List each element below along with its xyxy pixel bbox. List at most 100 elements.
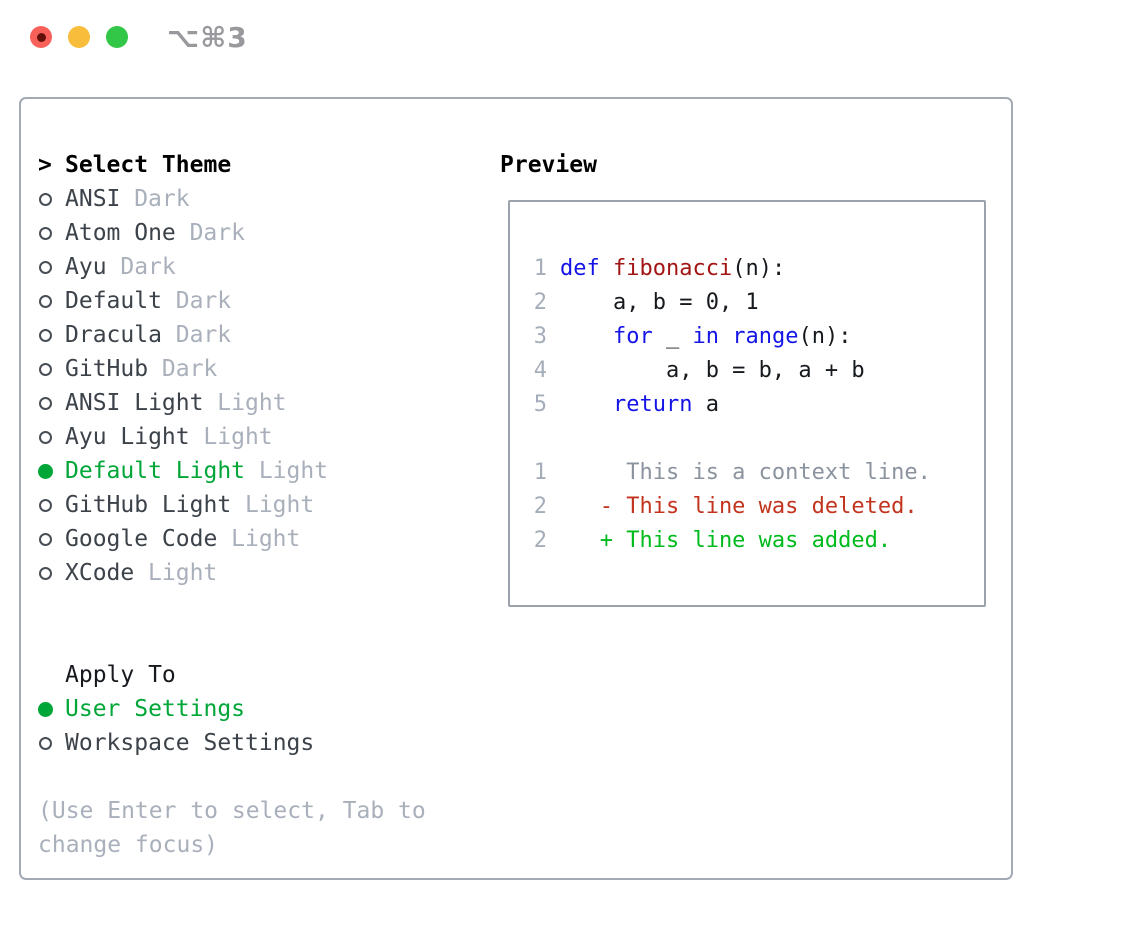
apply-option-user-settings[interactable]: User Settings [38, 692, 488, 726]
code-tokens: a, b = 0, 1 [560, 290, 759, 315]
line-number: 1 [533, 255, 547, 281]
diff-text: + This line was added. [560, 527, 892, 553]
maximize-button[interactable] [106, 26, 128, 48]
item-variant-label: Dark [134, 186, 190, 212]
radio-slot [38, 260, 65, 274]
titlebar: ⌥⌘3 [0, 0, 1140, 74]
diff-text: - This line was deleted. [560, 493, 918, 519]
radio-unselected-icon [39, 532, 52, 546]
item-label: Ayu Light [65, 424, 190, 450]
minimize-button[interactable] [68, 26, 90, 48]
radio-slot [38, 430, 65, 444]
code-preview: 1 def fibonacci(n): 2 a, b = 0, 1 3 for _ i… [520, 251, 984, 421]
item-label: Ayu [65, 254, 107, 280]
theme-option-dracula[interactable]: Dracula Dark [38, 318, 488, 352]
theme-option-ayu[interactable]: Ayu Dark [38, 250, 488, 284]
line-number: 2 [533, 527, 547, 553]
line-number: 2 [533, 289, 547, 315]
item-variant-label: Light [244, 492, 315, 518]
theme-option-ansi-light[interactable]: ANSI Light Light [38, 386, 488, 420]
diff-line-context: 1 This is a context line. [520, 455, 984, 489]
item-label: GitHub [65, 356, 149, 382]
unsaved-dot-icon [36, 32, 46, 42]
item-label: ANSI Light [65, 390, 204, 416]
item-variant-label: Dark [120, 254, 176, 280]
radio-unselected-icon [39, 498, 52, 512]
cursor-slot: > [38, 152, 65, 178]
token-keyword: def [560, 255, 600, 281]
token-plain: a [692, 391, 719, 417]
code-line: 1 def fibonacci(n): [520, 251, 984, 285]
radio-unselected-icon [39, 396, 52, 410]
radio-slot [38, 701, 65, 717]
token-plain: (n): [732, 255, 786, 281]
code-tokens: a, b = b, a + b [560, 358, 865, 383]
select-theme-title: Select Theme [65, 152, 232, 178]
token-function: fibonacci [613, 255, 733, 281]
token-plain [560, 324, 613, 349]
apply-to-header: Apply To [38, 658, 488, 692]
theme-option-atom-one[interactable]: Atom One Dark [38, 216, 488, 250]
item-variant-label: Light [217, 390, 287, 416]
item-variant-label: Dark [161, 356, 218, 382]
token-plain: a, b = 0, 1 [560, 289, 759, 315]
diff-line-deleted: 2 - This line was deleted. [520, 489, 984, 523]
token-keyword: range [732, 323, 799, 349]
line-number: 1 [533, 459, 547, 485]
radio-selected-icon [38, 701, 53, 717]
token-plain: a, b = b, a + b [560, 357, 865, 383]
item-variant-label: Light [258, 458, 329, 484]
radio-unselected-icon [39, 192, 52, 206]
apply-option-workspace-settings[interactable]: Workspace Settings [38, 726, 488, 760]
cursor-caret-icon: > [38, 152, 52, 178]
theme-option-github[interactable]: GitHub Dark [38, 352, 488, 386]
item-variant-label: Dark [175, 322, 232, 348]
theme-option-github-light[interactable]: GitHub Light Light [38, 488, 488, 522]
select-theme-header: > Select Theme [38, 148, 488, 182]
radio-unselected-icon [39, 430, 52, 444]
line-number: 3 [533, 323, 547, 349]
close-button[interactable] [30, 26, 52, 48]
gap [38, 760, 488, 794]
item-variant-label: Dark [189, 220, 245, 246]
item-label: Dracula [65, 322, 162, 348]
radio-selected-icon [38, 463, 53, 479]
gap [38, 590, 488, 624]
preview-title: Preview [500, 152, 597, 178]
item-label: Google Code [65, 526, 218, 552]
gap [38, 624, 488, 658]
item-variant-label: Light [148, 560, 218, 586]
help-text-line-2: change focus) [38, 832, 219, 858]
radio-unselected-icon [39, 294, 52, 308]
theme-option-google-code[interactable]: Google Code Light [38, 522, 488, 556]
radio-slot [38, 294, 65, 308]
item-variant-label: Light [231, 526, 301, 552]
radio-unselected-icon [39, 226, 52, 240]
code-line: 5 return a [520, 387, 984, 421]
radio-slot [38, 532, 65, 546]
code-line: 4 a, b = b, a + b [520, 353, 984, 387]
theme-option-ansi[interactable]: ANSI Dark [38, 182, 488, 216]
code-tokens: return a [560, 392, 719, 417]
diff-preview: 1 This is a context line.2 - This line w… [520, 455, 984, 557]
diff-line-added: 2 + This line was added. [520, 523, 984, 557]
item-label: User Settings [65, 696, 246, 722]
radio-slot [38, 736, 65, 750]
token-keyword: in [692, 323, 719, 349]
code-tokens: for _ in range(n): [560, 324, 851, 349]
radio-slot [38, 328, 65, 342]
item-label: Atom One [65, 220, 176, 246]
line-number: 2 [533, 493, 547, 519]
item-label: GitHub Light [65, 492, 232, 518]
item-label: ANSI [65, 186, 121, 212]
radio-unselected-icon [39, 736, 52, 750]
